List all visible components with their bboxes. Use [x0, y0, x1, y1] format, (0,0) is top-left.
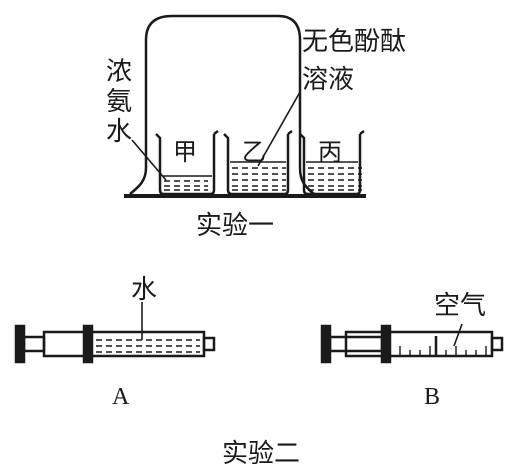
label-an: 氨 — [106, 87, 132, 117]
syringe-a — [14, 302, 216, 364]
experiment-one — [124, 14, 366, 198]
beaker-label-jia: 甲 — [173, 138, 197, 166]
liquid-phenolphthalein-bing — [306, 161, 362, 191]
label-phenolphthalein-line2: 溶液 — [302, 65, 354, 95]
beaker-bing — [299, 130, 365, 196]
beaker-label-bing: 丙 — [318, 138, 342, 166]
syringe-b-scale — [399, 336, 487, 356]
syringe-b — [320, 323, 504, 364]
liquid-ammonia — [162, 175, 212, 191]
leader-ammonia — [131, 139, 167, 181]
syringe-a-water — [96, 339, 200, 353]
beaker-jia — [155, 130, 219, 196]
label-nong: 浓 — [106, 57, 132, 87]
beaker-label-yi: 乙 — [242, 138, 266, 166]
leader-air — [453, 323, 463, 347]
leader-phenolphthalein — [257, 91, 301, 167]
syringe-a-plunger-rod — [22, 335, 46, 353]
label-water: 水 — [131, 275, 157, 305]
label-phenolphthalein-line1: 无色酚酞 — [302, 27, 406, 57]
syringe-a-tip — [202, 336, 216, 352]
syringe-b-plunger-rod — [328, 335, 384, 353]
label-shui: 水 — [106, 117, 132, 147]
label-air: 空气 — [434, 291, 486, 321]
syringe-b-plunger-seal — [380, 324, 392, 364]
syringe-b-barrel — [344, 330, 494, 358]
liquid-phenolphthalein-yi — [230, 161, 286, 191]
syringe-a-plunger-seal — [82, 324, 94, 364]
caption-experiment-two: 实验二 — [222, 439, 300, 469]
caption-experiment-one: 实验一 — [196, 211, 274, 241]
syringe-b-tip — [490, 336, 504, 352]
beaker-yi — [223, 130, 293, 196]
bell-jar — [129, 14, 315, 195]
label-syringe-b: B — [424, 384, 440, 410]
label-syringe-a: A — [112, 384, 130, 410]
